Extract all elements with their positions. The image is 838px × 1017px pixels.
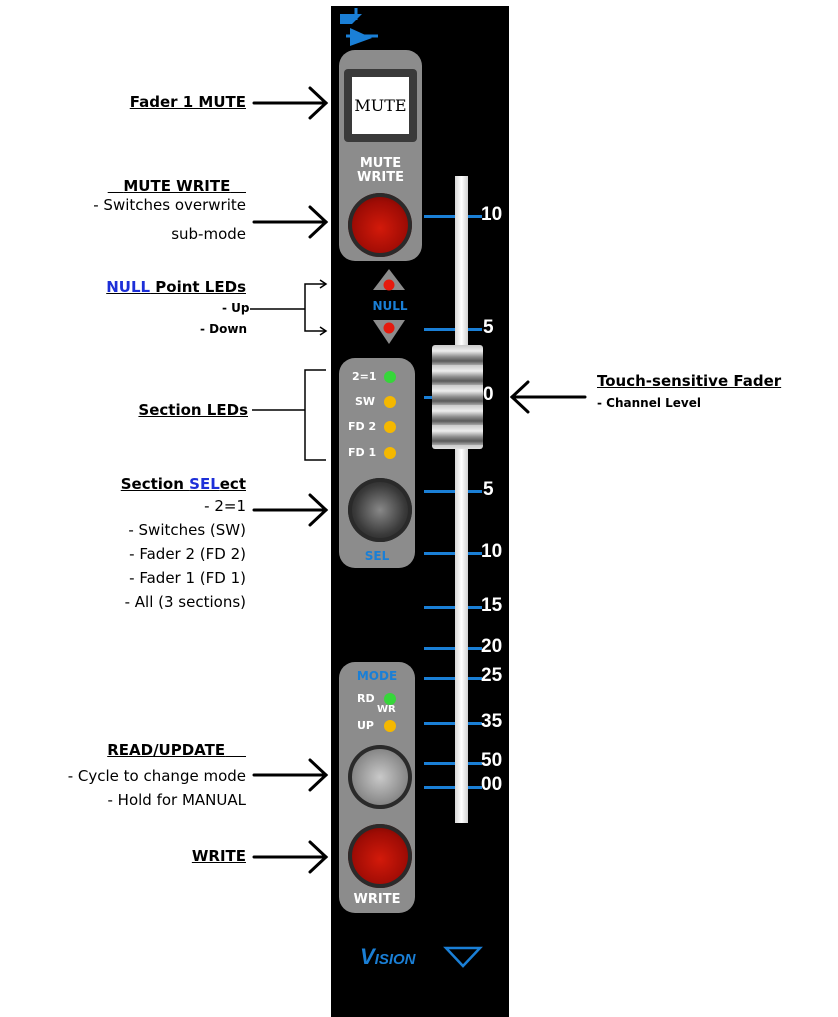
fader-knob[interactable] bbox=[432, 345, 483, 449]
scale-tick bbox=[424, 677, 482, 680]
section-select-desc-5: - All (3 sections) bbox=[125, 593, 246, 613]
fader-track bbox=[455, 176, 468, 823]
scale-tick bbox=[424, 552, 482, 555]
led-label-2eq1: 2=1 bbox=[352, 370, 377, 383]
read-update-button[interactable] bbox=[348, 745, 412, 809]
touch-fader-desc: - Channel Level bbox=[597, 395, 701, 412]
scale-tick bbox=[424, 786, 482, 789]
sel-button[interactable] bbox=[348, 478, 412, 542]
read-update-desc-2: - Hold for MANUAL bbox=[107, 791, 246, 811]
mute-button[interactable]: MUTE bbox=[352, 77, 409, 134]
section-select-desc-3: - Fader 2 (FD 2) bbox=[129, 545, 246, 565]
label-touch-fader: Touch-sensitive Fader bbox=[597, 372, 781, 391]
label-mute-write: MUTE WRITE bbox=[108, 177, 246, 196]
scale-tick bbox=[424, 647, 482, 650]
scale-label: 10 bbox=[481, 541, 502, 563]
scale-label: 5 bbox=[483, 479, 494, 501]
label-section-select: Section SELect bbox=[121, 475, 246, 494]
scale-label: 20 bbox=[481, 636, 502, 658]
led-label-fd1: FD 1 bbox=[348, 446, 376, 459]
led-2eq1 bbox=[384, 371, 396, 383]
scale-label: 35 bbox=[481, 711, 502, 733]
scale-label: 25 bbox=[481, 665, 502, 687]
sel-label: SEL bbox=[339, 549, 415, 563]
led-label-sw: SW bbox=[355, 395, 375, 408]
led-sw bbox=[384, 396, 396, 408]
label-section-leds: Section LEDs bbox=[138, 401, 248, 420]
led-label-up: UP bbox=[357, 719, 374, 732]
scale-label: 5 bbox=[483, 317, 494, 339]
scale-tick bbox=[424, 722, 482, 725]
scale-tick bbox=[424, 215, 482, 218]
logo-arrow-icon bbox=[340, 8, 378, 46]
write-button[interactable] bbox=[348, 824, 412, 888]
vision-logo: Vision bbox=[360, 944, 416, 970]
led-up bbox=[384, 720, 396, 732]
scale-label: 50 bbox=[481, 750, 502, 772]
scale-label: 15 bbox=[481, 595, 502, 617]
label-null-point: NULL Point LEDs bbox=[106, 278, 246, 297]
mute-write-button[interactable] bbox=[348, 193, 412, 257]
led-fd2 bbox=[384, 421, 396, 433]
null-label: NULL bbox=[370, 299, 410, 313]
scale-label: 0 bbox=[483, 384, 494, 406]
scale-tick bbox=[424, 606, 482, 609]
mute-write-desc-2: sub-mode bbox=[171, 225, 246, 245]
wr-label: WR bbox=[377, 704, 396, 715]
scale-tick bbox=[424, 490, 482, 493]
read-update-desc-1: - Cycle to change mode bbox=[68, 767, 246, 787]
null-desc-up: - Up bbox=[222, 300, 250, 317]
label-read-update: READ/UPDATE bbox=[107, 741, 246, 760]
section-select-desc-1: - 2=1 bbox=[204, 497, 246, 517]
section-select-desc-4: - Fader 1 (FD 1) bbox=[129, 569, 246, 589]
vision-triangle-icon bbox=[446, 948, 480, 966]
scale-label: 10 bbox=[481, 204, 502, 226]
mute-write-desc-1: - Switches overwrite bbox=[93, 196, 246, 216]
write-label: WRITE bbox=[339, 893, 415, 907]
led-label-fd2: FD 2 bbox=[348, 420, 376, 433]
scale-tick bbox=[424, 328, 482, 331]
label-fader-mute: Fader 1 MUTE bbox=[130, 93, 246, 112]
mode-label: MODE bbox=[339, 669, 415, 683]
led-label-rd: RD bbox=[357, 692, 375, 705]
label-write: WRITE bbox=[192, 847, 246, 866]
scale-tick bbox=[424, 762, 482, 765]
led-fd1 bbox=[384, 447, 396, 459]
null-desc-down: - Down bbox=[200, 321, 247, 338]
section-select-desc-2: - Switches (SW) bbox=[128, 521, 246, 541]
scale-label: 00 bbox=[481, 774, 502, 796]
